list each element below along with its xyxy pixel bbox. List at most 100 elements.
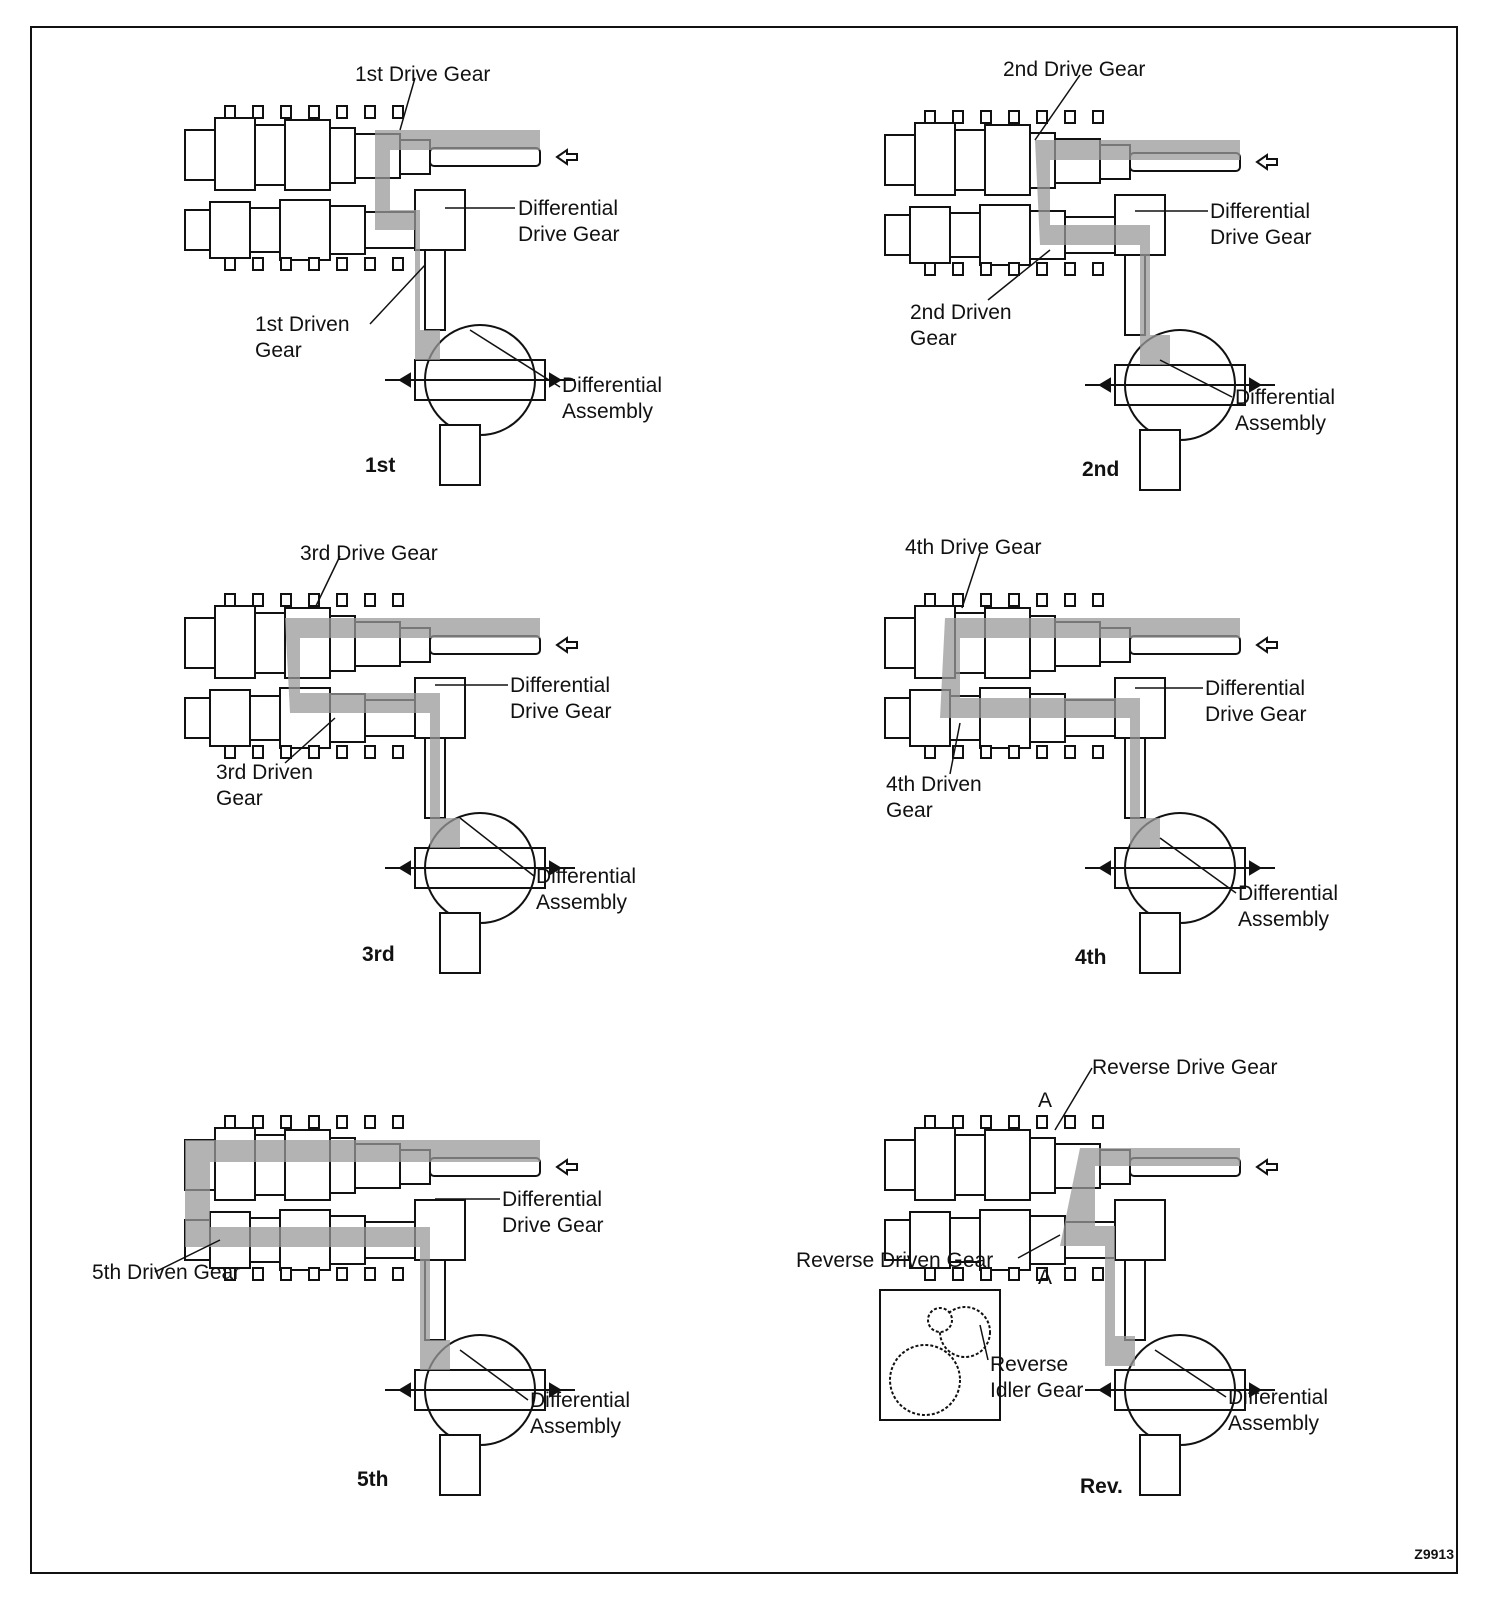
driven-gear-label-line2: Gear xyxy=(886,799,933,822)
gear-tooth xyxy=(308,1267,320,1281)
diff-assembly-label-line2: Assembly xyxy=(1235,412,1327,435)
transaxle-group xyxy=(184,1115,578,1496)
leader-line xyxy=(284,717,336,764)
gear-tooth xyxy=(952,262,964,276)
idler-gear-label-line2: Idler Gear xyxy=(990,1379,1084,1402)
output-shaft-block xyxy=(949,1217,981,1263)
gear-tooth xyxy=(224,593,236,607)
diff-assembly-label-line1: Differential xyxy=(562,374,662,397)
output-shaft-block xyxy=(279,199,331,261)
drive-gear-label: 3rd Drive Gear xyxy=(300,542,438,565)
differential-lower-housing xyxy=(1139,1434,1181,1496)
transaxle-drawing xyxy=(154,1115,578,1496)
differential-lower-housing xyxy=(439,424,481,486)
gear-tooth xyxy=(1064,262,1076,276)
gear-tooth xyxy=(336,257,348,271)
panel-reverse: Reverse Drive Gear A Reverse Driven Gear… xyxy=(796,1056,1504,1560)
driven-gear-label-line1: 1st Driven xyxy=(255,313,350,336)
leader-line xyxy=(459,817,535,877)
gear-tooth xyxy=(364,1267,376,1281)
gear-tooth xyxy=(280,105,292,119)
gear-tooth xyxy=(364,593,376,607)
gear-tooth xyxy=(1092,593,1104,607)
gear-caption: 2nd xyxy=(1082,458,1120,481)
gear-tooth xyxy=(336,105,348,119)
leader-line xyxy=(369,264,426,325)
gear-caption: 4th xyxy=(1075,946,1107,969)
differential-lower-housing xyxy=(439,912,481,974)
input-arrow-icon xyxy=(1255,153,1278,171)
diff-drive-gear-label-line1: Differential xyxy=(1210,200,1310,223)
gear-tooth xyxy=(1092,110,1104,124)
output-shaft-block xyxy=(979,1209,1031,1271)
gear-tooth xyxy=(924,593,936,607)
panel-2nd: 2nd Drive Gear Differential Drive Gear 2… xyxy=(860,40,1504,540)
leader-line xyxy=(1054,1067,1093,1131)
input-shaft-block xyxy=(984,124,1031,196)
gear-tooth xyxy=(1064,1115,1076,1129)
drive-gear-label: 1st Drive Gear xyxy=(355,63,491,86)
driven-gear-label-line1: Reverse Driven Gear xyxy=(796,1249,994,1272)
leader-line xyxy=(1017,1234,1061,1259)
gear-tooth xyxy=(1064,110,1076,124)
diff-drive-gear-label-line2: Drive Gear xyxy=(510,700,612,723)
power-flow-shading xyxy=(1060,1148,1240,1366)
gear-tooth xyxy=(980,593,992,607)
gear-tooth xyxy=(224,745,236,759)
gear-caption: 1st xyxy=(365,454,396,477)
output-shaft-block xyxy=(209,201,251,259)
diff-drive-gear-housing xyxy=(1114,1199,1166,1261)
diff-drive-gear-label-line2: Drive Gear xyxy=(1210,226,1312,249)
gear-tooth xyxy=(1036,593,1048,607)
gear-tooth xyxy=(364,1115,376,1129)
transaxle-drawing xyxy=(884,552,1278,974)
driven-gear-label-line1: 5th Driven Gear xyxy=(92,1261,241,1284)
panel-3rd: 3rd Drive Gear Differential Drive Gear 3… xyxy=(160,538,860,1038)
gear-tooth xyxy=(1008,593,1020,607)
gear-tooth xyxy=(924,745,936,759)
input-shaft-block xyxy=(184,617,216,669)
transaxle-drawing xyxy=(184,77,578,486)
gear-tooth xyxy=(280,1115,292,1129)
transaxle-drawing xyxy=(879,1067,1278,1496)
output-shaft-block xyxy=(949,212,981,258)
gear-tooth xyxy=(980,262,992,276)
gear-tooth xyxy=(924,110,936,124)
transaxle-drawing xyxy=(184,555,578,974)
driven-gear-label-line2: Gear xyxy=(910,327,957,350)
input-shaft xyxy=(1129,635,1241,655)
gear-tooth xyxy=(224,105,236,119)
input-shaft-block xyxy=(284,119,331,191)
diff-assembly-label-line1: Differential xyxy=(536,865,636,888)
gear-tooth xyxy=(924,262,936,276)
gear-tooth xyxy=(1092,1115,1104,1129)
output-shaft-block xyxy=(979,204,1031,266)
gear-tooth xyxy=(280,1267,292,1281)
leader-line xyxy=(314,555,341,609)
gear-tooth xyxy=(252,257,264,271)
diff-assembly-label-line2: Assembly xyxy=(530,1415,622,1438)
diff-drive-gear-label-line1: Differential xyxy=(510,674,610,697)
input-shaft xyxy=(429,147,541,167)
differential-lower-housing xyxy=(1139,429,1181,491)
input-shaft-block xyxy=(884,1139,916,1191)
idler-gear-large xyxy=(889,1344,961,1416)
gear-tooth xyxy=(1092,745,1104,759)
gear-tooth xyxy=(924,1115,936,1129)
diff-drive-gear-label-line1: Differential xyxy=(518,197,618,220)
diff-drive-gear-label-line1: Differential xyxy=(502,1188,602,1211)
transaxle-group xyxy=(184,105,578,486)
output-shaft-block xyxy=(249,207,281,253)
output-shaft-block xyxy=(209,689,251,747)
leader-line xyxy=(1154,1349,1227,1398)
diff-assembly-label-line1: Differential xyxy=(1238,882,1338,905)
input-shaft-block xyxy=(214,605,256,679)
panel-5th: Differential Drive Gear 5th Driven Gear … xyxy=(92,1060,860,1560)
section-marker-top: A xyxy=(1038,1089,1053,1112)
gear-tooth xyxy=(280,593,292,607)
drive-gear-label: Reverse Drive Gear xyxy=(1092,1056,1278,1079)
differential-lower-housing xyxy=(439,1434,481,1496)
gear-tooth xyxy=(252,1115,264,1129)
diff-drive-gear-label-line1: Differential xyxy=(1205,677,1305,700)
leader-line xyxy=(949,722,961,775)
